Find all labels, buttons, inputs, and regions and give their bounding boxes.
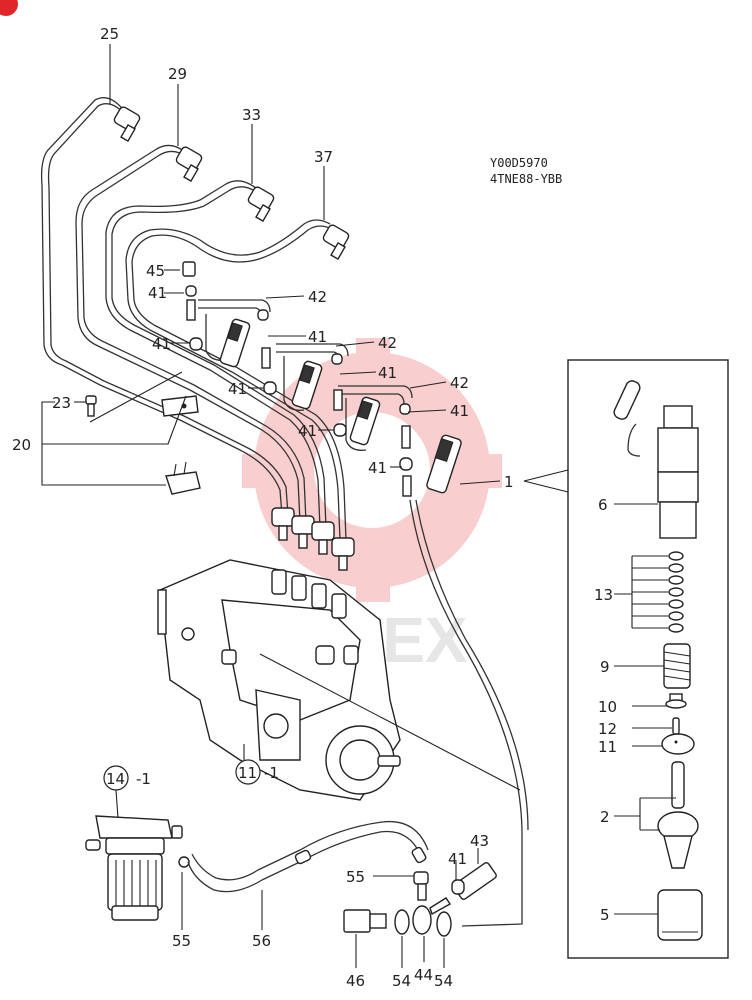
label-42: 42 [308, 288, 327, 306]
label-9: 9 [600, 658, 610, 676]
pump-pipe-nuts [271, 507, 355, 571]
label-41: 41 [308, 328, 327, 346]
label-42: 42 [378, 334, 397, 352]
injection-pipes [40, 97, 347, 541]
clip-41 [451, 879, 465, 895]
pump-lead [259, 653, 521, 791]
bolt-46 [343, 909, 387, 933]
label-11-circle [235, 759, 261, 785]
label-45: 45 [146, 262, 165, 280]
injector-4 [426, 434, 462, 494]
model-code: 4TNE88-YBB [490, 172, 562, 186]
label-46: 46 [346, 972, 365, 990]
label-14-circled: 14 [106, 770, 125, 788]
distance-piece-11 [661, 733, 695, 755]
pipe-nut-29 [175, 146, 203, 183]
label-11-circled: 11 [238, 764, 257, 782]
label-11-suffix: -1 [264, 764, 279, 782]
pin-12 [672, 717, 680, 735]
pipe-nut-33 [247, 186, 275, 223]
label-5: 5 [600, 906, 610, 924]
injector-detail-box [567, 359, 729, 959]
label-6: 6 [598, 496, 608, 514]
label-41: 41 [448, 850, 467, 868]
diagram-code: Y00D5970 [490, 156, 548, 170]
washer-54a [394, 909, 410, 935]
return-fittings [182, 261, 413, 497]
injector-3 [349, 396, 381, 446]
label-54: 54 [392, 972, 411, 990]
label-41: 41 [378, 364, 397, 382]
banjo-44 [412, 871, 452, 935]
return-hose [409, 499, 523, 927]
label-12: 12 [598, 720, 617, 738]
shims-13 [668, 551, 684, 633]
label-41: 41 [152, 335, 171, 353]
clamp-bolt [85, 395, 97, 417]
label-44: 44 [414, 966, 433, 984]
nozzle-holder-6 [613, 380, 699, 539]
label-41: 41 [450, 402, 469, 420]
label-20: 20 [12, 436, 31, 454]
leader-lines [109, 44, 676, 968]
label-2: 2 [600, 808, 610, 826]
label-1: 1 [504, 473, 514, 491]
label-54: 54 [434, 972, 453, 990]
label-55: 55 [346, 868, 365, 886]
corner-badge [0, 0, 18, 16]
nozzle-nut-5 [657, 889, 703, 941]
label-43: 43 [470, 832, 489, 850]
pipe-clamp [161, 395, 201, 495]
spring-9 [663, 643, 691, 689]
label-25: 25 [100, 25, 119, 43]
label-10: 10 [598, 698, 617, 716]
label-29: 29 [168, 65, 187, 83]
label-55: 55 [172, 932, 191, 950]
label-41: 41 [148, 284, 167, 302]
pipe-nut-37 [322, 224, 350, 261]
pipe-nut-25 [113, 106, 141, 143]
filter-clip [178, 856, 190, 868]
label-33: 33 [242, 106, 261, 124]
label-41: 41 [368, 459, 387, 477]
injector-1 [219, 318, 251, 368]
label-14-circle [103, 765, 129, 791]
injection-pump [157, 559, 401, 801]
nozzle-2 [657, 761, 699, 869]
fuel-filter [85, 815, 183, 921]
label-56: 56 [252, 932, 271, 950]
label-13: 13 [594, 586, 613, 604]
label-42: 42 [450, 374, 469, 392]
label-41: 41 [298, 422, 317, 440]
label-37: 37 [314, 148, 333, 166]
injector-2 [291, 360, 323, 410]
label-11: 11 [598, 738, 617, 756]
label-41: 41 [228, 380, 247, 398]
label-23: 23 [52, 394, 71, 412]
spring-seat-10 [665, 693, 687, 709]
label-14-suffix: -1 [136, 770, 151, 788]
washer-54b [436, 911, 452, 937]
